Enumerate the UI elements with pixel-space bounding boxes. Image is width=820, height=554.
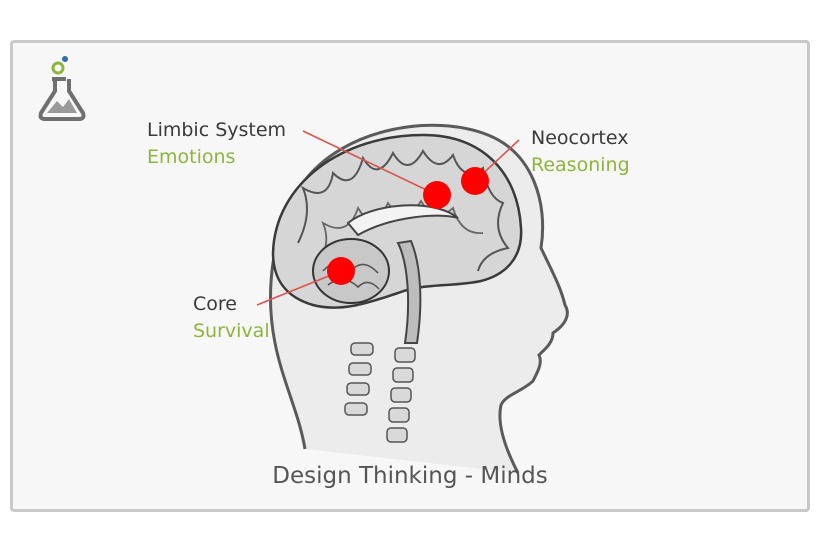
- core-function: Survival: [193, 320, 270, 342]
- brainstem: [396, 239, 422, 344]
- brain-illustration: [256, 123, 569, 474]
- flask-logo-icon: [38, 56, 86, 121]
- label-neocortex: Neocortex Reasoning: [531, 125, 630, 179]
- neocortex-function: Reasoning: [531, 154, 630, 176]
- limbic-system-function: Emotions: [147, 146, 236, 168]
- limbic-system-name: Limbic System: [147, 119, 287, 141]
- core-name: Core: [193, 293, 237, 315]
- connector-core: [256, 270, 342, 306]
- slide-caption: Design Thinking - Minds: [272, 463, 548, 489]
- label-core: Core Survival: [193, 291, 270, 345]
- marker-limbic-system: [423, 181, 451, 209]
- neocortex-name: Neocortex: [531, 127, 629, 149]
- marker-neocortex: [461, 167, 489, 195]
- connector-limbic: [302, 130, 438, 196]
- spine: [344, 342, 416, 443]
- marker-core: [327, 257, 355, 285]
- label-limbic-system: Limbic System Emotions: [147, 117, 286, 171]
- slide-frame: Limbic System Emotions Neocortex Reasoni…: [10, 40, 810, 512]
- corpus-callosum: [346, 204, 459, 237]
